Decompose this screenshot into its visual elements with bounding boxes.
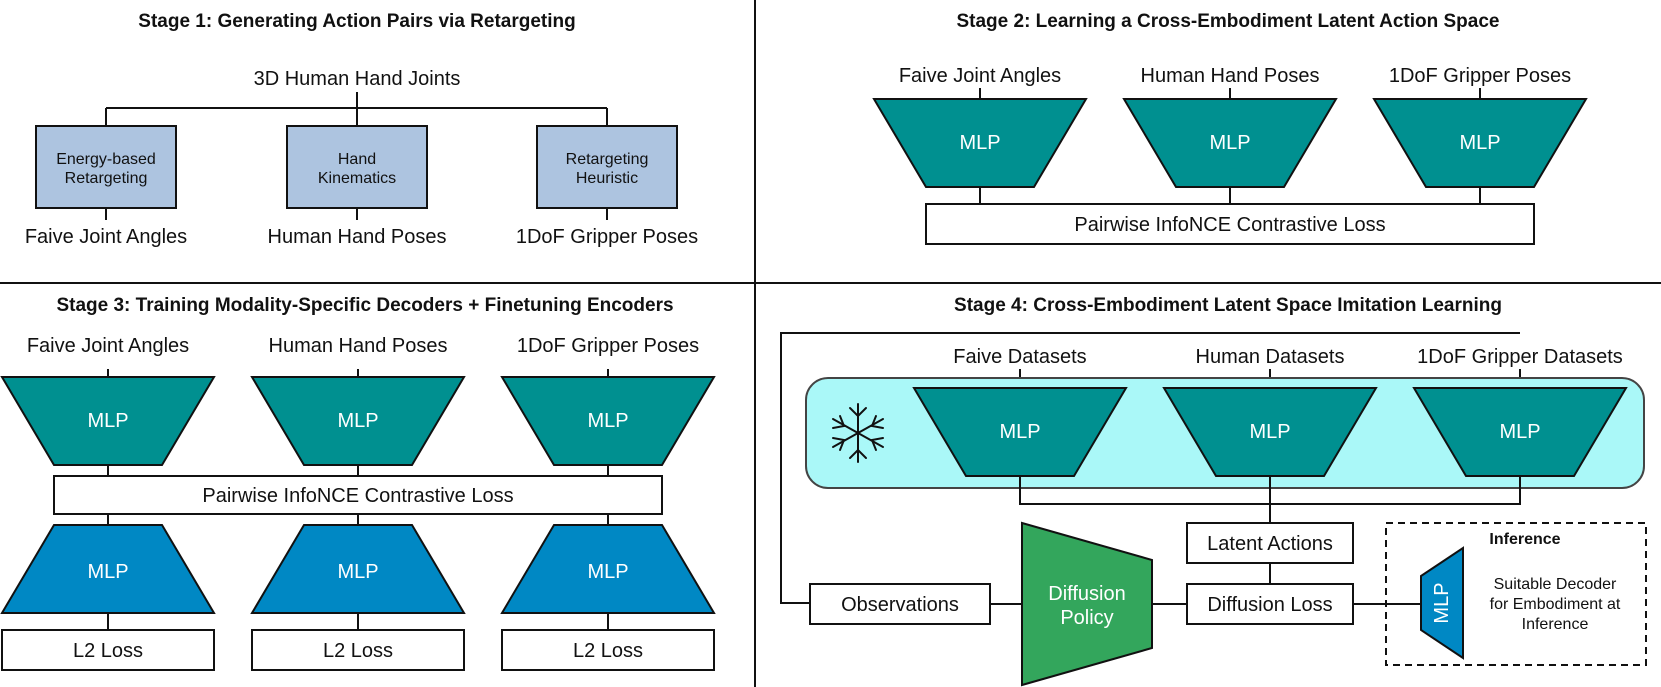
stage3-l2-loss-human: L2 Loss bbox=[251, 629, 465, 671]
mlp-label: MLP bbox=[1499, 421, 1540, 443]
stage1-title: Stage 1: Generating Action Pairs via Ret… bbox=[138, 11, 575, 32]
mlp-label: MLP bbox=[1249, 421, 1290, 443]
stage4-dataset-human: Human Datasets bbox=[1196, 346, 1345, 368]
mlp-label: MLP bbox=[1209, 132, 1250, 154]
stage1-output-human: Human Hand Poses bbox=[268, 226, 447, 248]
diffusion-policy-block: Diffusion Policy bbox=[1021, 521, 1153, 687]
stage1-box-energy: Energy-based Retargeting bbox=[35, 125, 177, 209]
box-line: Hand bbox=[338, 151, 376, 168]
diffusion-policy-line: Policy bbox=[1060, 607, 1113, 629]
stage2-panel: Stage 2: Learning a Cross-Embodiment Lat… bbox=[872, 11, 1588, 245]
stage3-input-faive: Faive Joint Angles bbox=[27, 335, 189, 357]
stage1-output-gripper: 1DoF Gripper Poses bbox=[516, 226, 698, 248]
stage1-box-heuristic: Retargeting Heuristic bbox=[536, 125, 678, 209]
stage1-root-label: 3D Human Hand Joints bbox=[254, 68, 461, 90]
stage3-decoder-gripper: MLP bbox=[500, 524, 716, 614]
latent-actions-label: Latent Actions bbox=[1207, 533, 1333, 555]
mlp-label: MLP bbox=[87, 410, 128, 432]
mlp-label: MLP bbox=[1459, 132, 1500, 154]
inference-text-line: Suitable Decoder bbox=[1494, 576, 1617, 593]
stage2-encoder-human: MLP bbox=[1122, 98, 1338, 188]
inference-decoder: MLP bbox=[1420, 546, 1464, 660]
snowflake-icon bbox=[832, 403, 884, 463]
stage3-encoder-gripper: MLP bbox=[500, 376, 716, 466]
stage4-dataset-gripper: 1DoF Gripper Datasets bbox=[1417, 346, 1623, 368]
stage3-encoder-faive: MLP bbox=[0, 376, 216, 466]
box-line: Energy-based bbox=[56, 151, 156, 168]
observations-label: Observations bbox=[841, 594, 959, 616]
box-line: Heuristic bbox=[576, 170, 638, 187]
stage4-panel: Stage 4: Cross-Embodiment Latent Space I… bbox=[780, 295, 1647, 687]
diffusion-loss-label: Diffusion Loss bbox=[1207, 594, 1332, 616]
observations-box: Observations bbox=[809, 583, 991, 625]
stage3-decoder-human: MLP bbox=[250, 524, 466, 614]
stage2-input-faive: Faive Joint Angles bbox=[899, 65, 1061, 87]
latent-actions-box: Latent Actions bbox=[1186, 522, 1354, 564]
stage3-l2-loss-faive: L2 Loss bbox=[1, 629, 215, 671]
box-line: Kinematics bbox=[318, 170, 396, 187]
stage1-output-connectors bbox=[105, 208, 608, 220]
stage3-decoder-faive: MLP bbox=[0, 524, 216, 614]
stage4-title: Stage 4: Cross-Embodiment Latent Space I… bbox=[954, 295, 1502, 316]
mlp-label: MLP bbox=[959, 132, 1000, 154]
stage1-output-faive: Faive Joint Angles bbox=[25, 226, 187, 248]
inference-title: Inference bbox=[1489, 531, 1560, 548]
stage3-encoder-human: MLP bbox=[250, 376, 466, 466]
inference-region bbox=[1385, 522, 1647, 666]
box-line: Retargeting bbox=[566, 151, 649, 168]
mlp-label: MLP bbox=[337, 410, 378, 432]
mlp-label: MLP bbox=[1431, 582, 1453, 623]
observation-loop-line bbox=[780, 332, 1020, 604]
l2-loss-label: L2 Loss bbox=[323, 640, 393, 662]
stage4-dataset-faive: Faive Datasets bbox=[953, 346, 1086, 368]
mlp-label: MLP bbox=[999, 421, 1040, 443]
diffusion-loss-box: Diffusion Loss bbox=[1186, 583, 1354, 625]
diffusion-policy-line: Diffusion bbox=[1048, 583, 1125, 605]
stage2-input-connectors bbox=[979, 88, 1481, 99]
stage3-l2-connectors bbox=[107, 613, 609, 630]
stage2-encoder-gripper: MLP bbox=[1372, 98, 1588, 188]
stage2-input-gripper: 1DoF Gripper Poses bbox=[1389, 65, 1571, 87]
contrastive-loss-label: Pairwise InfoNCE Contrastive Loss bbox=[1074, 214, 1385, 236]
stage2-contrastive-loss-box: Pairwise InfoNCE Contrastive Loss bbox=[925, 203, 1535, 245]
inference-text-line: Inference bbox=[1522, 616, 1589, 633]
stage3-encoder-connectors bbox=[107, 465, 609, 476]
stage4-encoder-faive: MLP bbox=[912, 387, 1128, 477]
inference-text-line: for Embodiment at bbox=[1490, 596, 1621, 613]
stage1-connector bbox=[105, 92, 608, 126]
latent-merge-lines bbox=[1019, 476, 1521, 523]
l2-loss-label: L2 Loss bbox=[73, 640, 143, 662]
stage3-input-connectors bbox=[107, 369, 609, 377]
stage1-panel: Stage 1: Generating Action Pairs via Ret… bbox=[25, 11, 698, 248]
mlp-label: MLP bbox=[587, 561, 628, 583]
stage3-input-human: Human Hand Poses bbox=[269, 335, 448, 357]
mlp-label: MLP bbox=[587, 410, 628, 432]
stage2-title: Stage 2: Learning a Cross-Embodiment Lat… bbox=[956, 11, 1499, 32]
l2-loss-label: L2 Loss bbox=[573, 640, 643, 662]
stage4-encoder-human: MLP bbox=[1162, 387, 1378, 477]
stage3-l2-loss-gripper: L2 Loss bbox=[501, 629, 715, 671]
stage2-loss-connectors bbox=[979, 187, 1481, 204]
contrastive-loss-label: Pairwise InfoNCE Contrastive Loss bbox=[202, 485, 513, 507]
mlp-label: MLP bbox=[337, 561, 378, 583]
box-line: Retargeting bbox=[65, 170, 148, 187]
stage3-title: Stage 3: Training Modality-Specific Deco… bbox=[56, 295, 673, 316]
mlp-label: MLP bbox=[87, 561, 128, 583]
stage2-input-human: Human Hand Poses bbox=[1141, 65, 1320, 87]
stage3-contrastive-loss-box: Pairwise InfoNCE Contrastive Loss bbox=[53, 475, 663, 515]
stage3-input-gripper: 1DoF Gripper Poses bbox=[517, 335, 699, 357]
stage1-box-kinematics: Hand Kinematics bbox=[286, 125, 428, 209]
stage3-decoder-connectors bbox=[107, 514, 609, 525]
stage2-encoder-faive: MLP bbox=[872, 98, 1088, 188]
stage3-panel: Stage 3: Training Modality-Specific Deco… bbox=[0, 295, 716, 671]
stage4-encoder-gripper: MLP bbox=[1412, 387, 1628, 477]
